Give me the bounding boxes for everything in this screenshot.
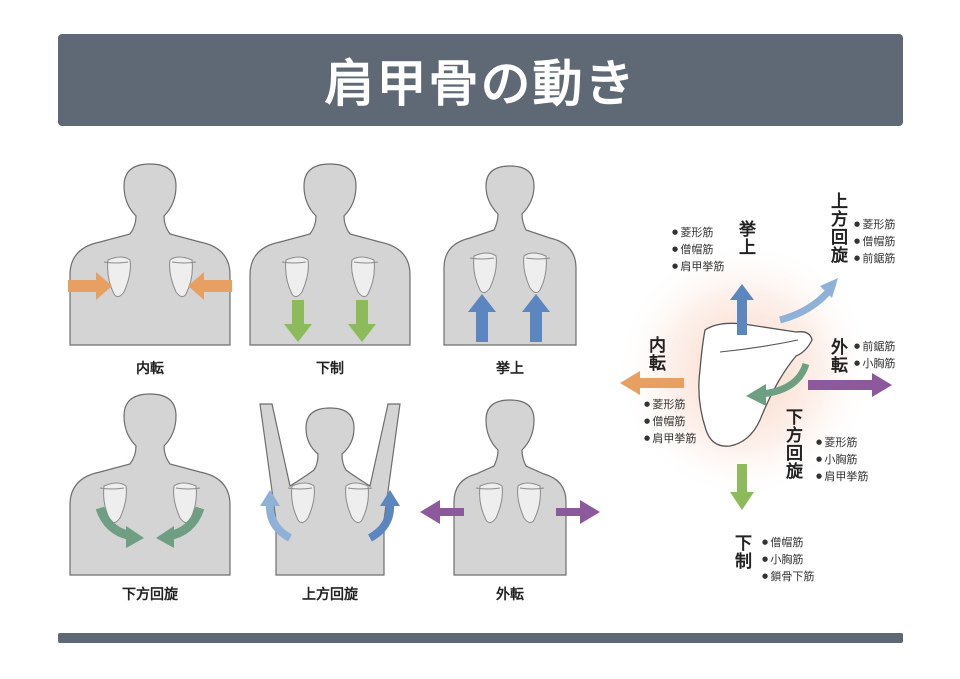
label-abduction: 外転 (827, 338, 847, 374)
muscle-item: 小胸筋 (854, 355, 895, 372)
muscle-item: 菱形筋 (816, 434, 868, 451)
panel-elevation: 挙上 (420, 160, 600, 390)
arrow-upward-rotation (779, 289, 831, 324)
arrow-depression (730, 464, 754, 510)
muscle-item: 菱形筋 (644, 396, 696, 413)
panel-label-downward-rotation: 下方回旋 (122, 587, 178, 603)
muscle-item: 僧帽筋 (854, 233, 895, 250)
scapula-movement-diagram: 挙上 菱形筋 僧帽筋 肩甲挙筋 上方回旋 菱形筋 僧帽筋 前鋸筋 外転 前鋸筋 … (600, 180, 930, 600)
arrow-down-left (284, 300, 312, 342)
muscle-item: 前鋸筋 (854, 338, 895, 355)
panel-label-abduction: 外転 (496, 587, 524, 603)
panel-label-adduction: 内転 (136, 361, 164, 377)
muscle-item: 菱形筋 (854, 216, 895, 233)
elevation-illustration (443, 165, 577, 346)
title-banner: 肩甲骨の動き (58, 34, 903, 126)
arrow-down-right (348, 300, 376, 342)
arrow-inward-left (68, 272, 112, 300)
muscles-upward-rotation: 菱形筋 僧帽筋 前鋸筋 (854, 216, 895, 267)
muscles-downward-rotation: 菱形筋 小胸筋 肩甲挙筋 (816, 434, 868, 485)
panel-adduction: 内転 (60, 160, 240, 390)
arrow-elevation (730, 284, 754, 335)
muscle-item: 鎖骨下筋 (762, 568, 814, 585)
muscle-item: 小胸筋 (762, 551, 814, 568)
muscle-item: 小胸筋 (816, 451, 868, 468)
muscle-item: 僧帽筋 (762, 534, 814, 551)
muscle-item: 前鋸筋 (854, 250, 895, 267)
panel-label-upward-rotation: 上方回旋 (302, 587, 358, 603)
arrow-adduction (620, 371, 684, 395)
abduction-illustration (420, 399, 600, 576)
depression-illustration (249, 163, 411, 346)
label-downward-rotation: 下方回旋 (782, 408, 802, 480)
muscles-adduction: 菱形筋 僧帽筋 肩甲挙筋 (644, 396, 696, 447)
panel-depression: 下制 (240, 160, 420, 390)
muscle-item: 肩甲挙筋 (644, 430, 696, 447)
muscles-abduction: 前鋸筋 小胸筋 (854, 338, 895, 372)
page-title: 肩甲骨の動き (324, 55, 637, 113)
arrow-abduction (808, 373, 892, 397)
panel-label-depression: 下制 (316, 361, 344, 377)
scapula-shape (698, 322, 813, 447)
upward-rotation-illustration (259, 403, 401, 576)
label-depression: 下制 (731, 534, 751, 570)
muscle-item: 僧帽筋 (672, 241, 724, 258)
downward-rotation-illustration (69, 393, 231, 576)
panel-label-elevation: 挙上 (496, 361, 524, 377)
arrow-up-left (468, 294, 496, 342)
label-adduction: 内転 (645, 336, 665, 372)
arrow-downward-rotation (761, 362, 810, 398)
label-upward-rotation: 上方回旋 (827, 192, 847, 264)
panel-upward-rotation: 上方回旋 (240, 390, 420, 620)
arrow-outward-right (556, 500, 600, 524)
muscle-item: 菱形筋 (672, 224, 724, 241)
footer-bar (58, 633, 903, 643)
muscles-depression: 僧帽筋 小胸筋 鎖骨下筋 (762, 534, 814, 585)
adduction-illustration (68, 163, 232, 346)
arrow-inward-right (188, 272, 232, 300)
arrow-up-right (522, 294, 550, 342)
panel-abduction: 外転 (420, 390, 600, 620)
arrow-outward-left (420, 500, 464, 524)
muscle-item: 肩甲挙筋 (672, 258, 724, 275)
muscle-item: 肩甲挙筋 (816, 468, 868, 485)
muscles-elevation: 菱形筋 僧帽筋 肩甲挙筋 (672, 224, 724, 275)
panel-downward-rotation: 下方回旋 (60, 390, 240, 620)
label-elevation: 挙上 (735, 220, 755, 256)
muscle-item: 僧帽筋 (644, 413, 696, 430)
